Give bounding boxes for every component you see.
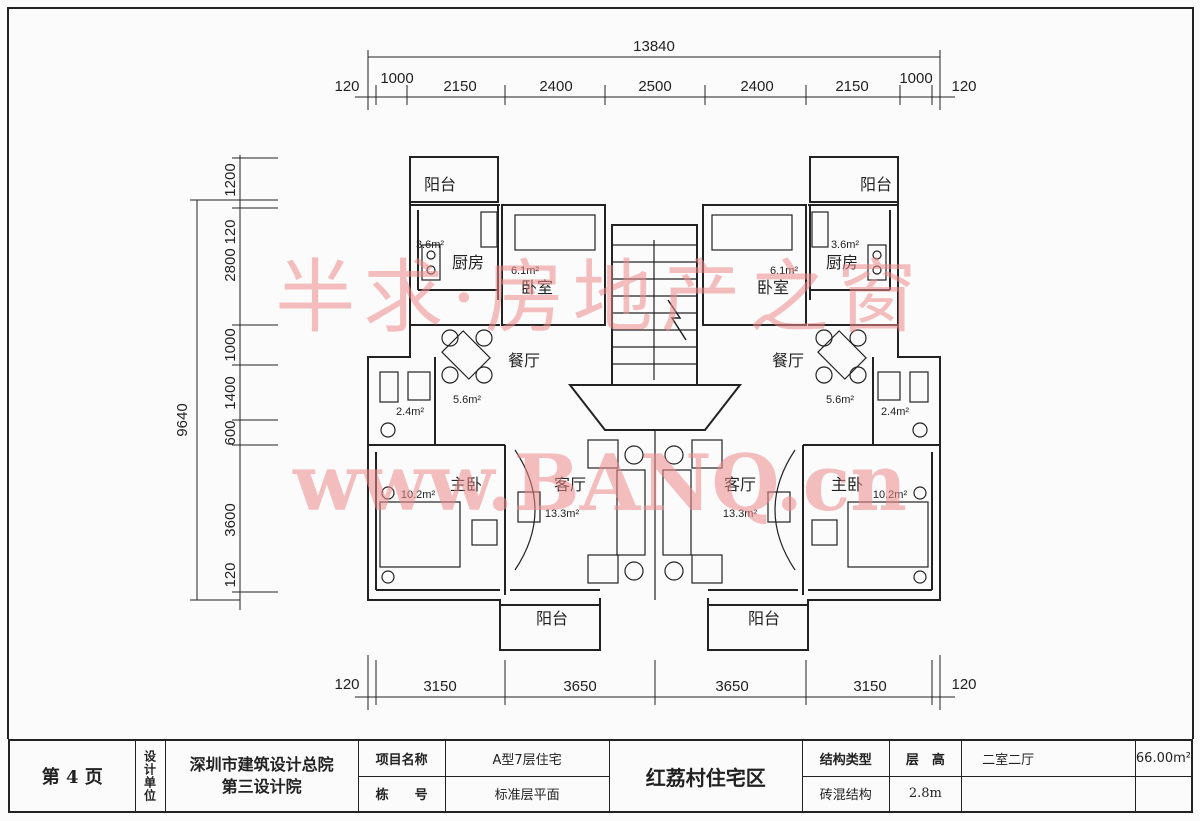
overall-width-label: 13840 — [633, 38, 675, 55]
left-dim-1: 1200 — [222, 163, 239, 196]
bedroom-right-label: 卧室 — [757, 278, 789, 297]
left-dim-6: 600 — [222, 420, 239, 445]
bedroom-area-right: 6.1m² — [770, 265, 798, 277]
staircase — [567, 224, 743, 600]
dining-right-label: 餐厅 — [772, 351, 804, 370]
bedroom-area-left: 6.1m² — [511, 265, 539, 277]
project-values: A型7层住宅 标准层平面 — [445, 741, 610, 812]
design-unit: 深圳市建筑设计总院 第三设计院 — [166, 741, 359, 811]
furniture — [379, 211, 929, 584]
balcony-top-right-label: 阳台 — [860, 175, 892, 194]
area-blank — [1135, 775, 1191, 812]
bottom-dim-6: 120 — [951, 676, 976, 693]
bath-area-left: 2.4m² — [396, 406, 424, 418]
floor-plan-drawing: 13840 120 1000 2150 2400 2500 2400 2150 … — [7, 7, 1194, 739]
left-dim-8: 120 — [222, 562, 239, 587]
watermark-line1: 半求·房地产之窗 — [275, 251, 924, 344]
floor-height-label: 层 高 — [905, 752, 945, 768]
left-dim-4: 1000 — [222, 328, 239, 361]
project-labels: 项目名称 栋 号 — [358, 741, 446, 812]
project-name: A型7层住宅 — [492, 752, 562, 768]
balcony-bottom-left-label: 阳台 — [536, 609, 568, 628]
bottom-dim-5: 3150 — [853, 678, 886, 695]
bottom-dim-3: 3650 — [563, 678, 596, 695]
bedroom-left-label: 卧室 — [521, 278, 553, 297]
kitchen-area-right: 3.6m² — [831, 239, 859, 251]
top-dim-1: 120 — [334, 78, 359, 95]
room-labels: 阳台 阳台 3.6m² 厨房 3.6m² 厨房 6.1m² 卧室 6.1m² 卧… — [396, 175, 909, 628]
left-dim-7: 3600 — [222, 503, 239, 536]
page-number: 第 4 页 — [10, 741, 136, 811]
master-area-right: 10.2m² — [873, 489, 908, 501]
bottom-dim-1: 120 — [334, 676, 359, 693]
top-dim-5: 2500 — [638, 78, 671, 95]
structure-value: 砖混结构 — [802, 775, 889, 812]
top-dim-4: 2400 — [539, 78, 572, 95]
left-segment-labels: 1200 120 2800 1000 1400 600 3600 120 — [222, 163, 239, 587]
left-dim-3: 2800 — [222, 248, 239, 281]
layout-type-cells: 二室二厅 — [962, 741, 1136, 811]
living-left-label: 客厅 — [554, 475, 586, 494]
top-dim-6: 2400 — [740, 78, 773, 95]
balcony-top-left-label: 阳台 — [424, 175, 456, 194]
left-dimension-lines — [190, 155, 278, 610]
left-dim-2: 120 — [222, 219, 239, 244]
watermark-line2: www.BANQ.cn — [292, 438, 907, 529]
sheet-value: 标准层平面 — [445, 775, 609, 812]
layout-type-blank — [962, 775, 1135, 812]
title-block: 第 4 页 设计单位 深圳市建筑设计总院 第三设计院 项目名称 栋 号 A型7层… — [8, 739, 1193, 813]
dining-area-left: 5.6m² — [453, 394, 481, 406]
bottom-segment-labels: 120 3150 3650 3650 3150 120 — [334, 676, 976, 695]
top-dim-9: 120 — [951, 78, 976, 95]
layout-type: 二室二厅 — [982, 752, 1035, 768]
floor-height-value: 2.8m — [889, 775, 962, 812]
living-area-right: 13.3m² — [723, 508, 758, 520]
left-dim-5: 1400 — [222, 376, 239, 409]
project-name-label: 项目名称 — [375, 752, 428, 768]
top-dimension-lines — [355, 50, 955, 110]
bottom-dim-4: 3650 — [715, 678, 748, 695]
structure-cells: 结构类型 砖混结构 — [802, 741, 890, 812]
overall-height-label: 9640 — [174, 403, 191, 436]
top-dim-7: 2150 — [835, 78, 868, 95]
sheet-label: 栋 号 — [358, 775, 445, 812]
design-unit-label: 设计单位 — [136, 741, 166, 811]
kitchen-left-label: 厨房 — [452, 253, 484, 272]
master-area-left: 10.2m² — [401, 489, 436, 501]
area-value: 66.00m² — [1135, 750, 1191, 766]
area-cells: 66.00m² — [1135, 741, 1191, 812]
walls-left-unit — [367, 156, 606, 651]
design-unit-line2: 第三设计院 — [221, 777, 302, 796]
floor-height-cells: 层 高 2.8m — [889, 741, 963, 812]
bottom-dimension-lines — [355, 655, 955, 710]
dining-area-right: 5.6m² — [826, 394, 854, 406]
project-title: 红荔村住宅区 — [610, 741, 803, 811]
design-unit-line1: 深圳市建筑设计总院 — [189, 755, 334, 774]
bath-area-right: 2.4m² — [881, 406, 909, 418]
kitchen-area-left: 3.6m² — [416, 239, 444, 251]
top-dim-8: 1000 — [899, 70, 932, 87]
top-dim-2: 1000 — [380, 70, 413, 87]
master-left-label: 主卧 — [450, 475, 482, 494]
walls-right-unit — [702, 156, 941, 651]
kitchen-right-label: 厨房 — [826, 253, 858, 272]
structure-label: 结构类型 — [819, 752, 872, 768]
top-segment-labels: 120 1000 2150 2400 2500 2400 2150 1000 1… — [334, 70, 976, 95]
bottom-dim-2: 3150 — [423, 678, 456, 695]
living-area-left: 13.3m² — [545, 508, 580, 520]
top-dim-3: 2150 — [443, 78, 476, 95]
living-right-label: 客厅 — [724, 475, 756, 494]
master-right-label: 主卧 — [831, 475, 863, 494]
balcony-bottom-right-label: 阳台 — [748, 609, 780, 628]
dining-left-label: 餐厅 — [508, 351, 540, 370]
